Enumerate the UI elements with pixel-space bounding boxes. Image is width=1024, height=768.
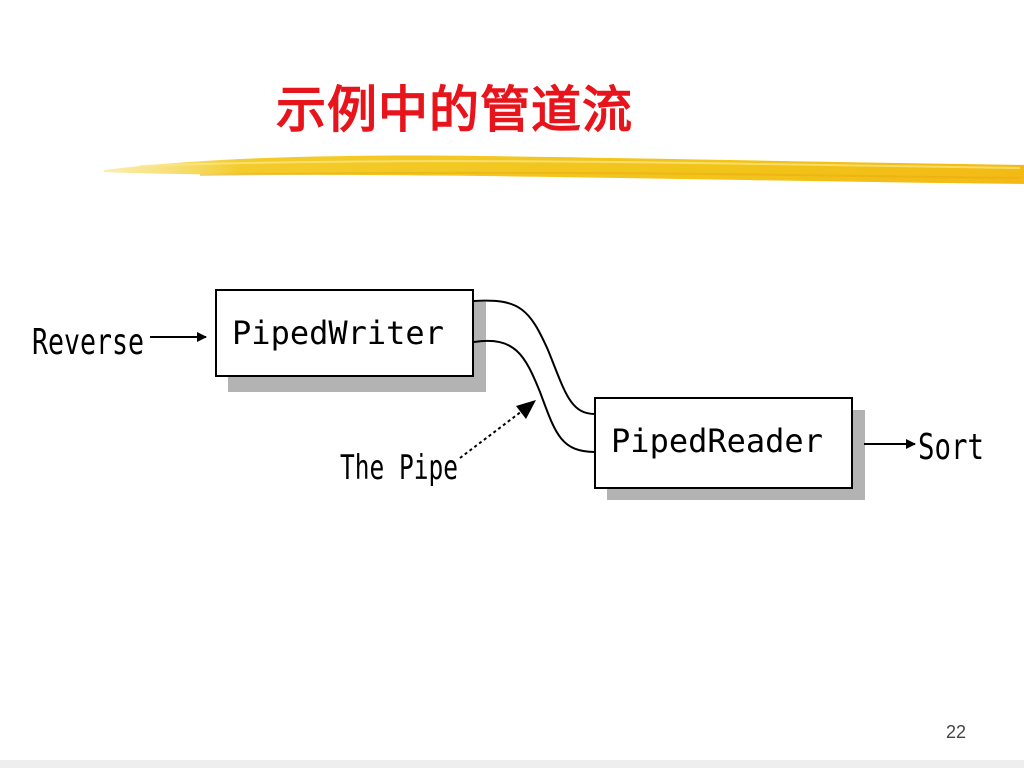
piped-reader-node: PipedReader — [594, 397, 865, 500]
piped-reader-label: PipedReader — [611, 422, 823, 460]
pipe-pointer-arrowhead — [516, 400, 536, 419]
pipe-lower-line — [473, 339, 596, 453]
page-number: 22 — [945, 722, 966, 742]
pipe-connection — [473, 299, 596, 453]
output-label-sort: Sort — [918, 427, 984, 468]
piped-writer-box — [215, 289, 474, 377]
pipe-label: The Pipe — [340, 448, 458, 488]
pipe-upper-line — [473, 299, 596, 415]
slide-title: 示例中的管道流 — [276, 80, 633, 139]
title-highlight-stroke — [104, 155, 1024, 184]
piped-reader-box — [594, 397, 853, 489]
input-label-reverse: Reverse — [32, 322, 144, 363]
bottom-strip — [0, 760, 1024, 768]
pipe-pointer-line — [459, 404, 531, 459]
piped-writer-node: PipedWriter — [215, 289, 486, 392]
piped-writer-label: PipedWriter — [232, 314, 444, 352]
